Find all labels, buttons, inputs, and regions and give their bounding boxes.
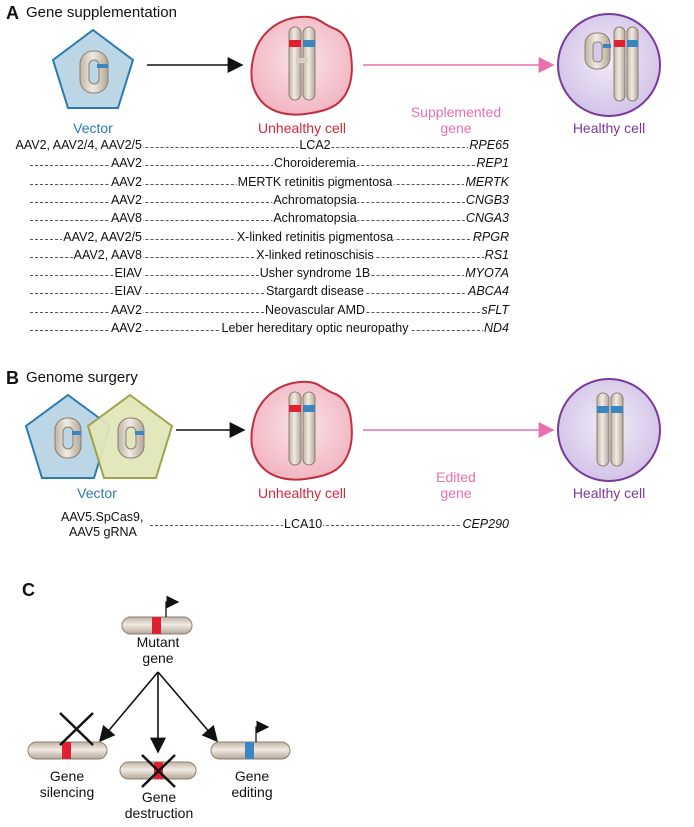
gene-cell: RS1 (483, 247, 510, 262)
gene-editing-label-line2: editing (231, 784, 273, 800)
unhealthy-cell-shape (250, 380, 353, 481)
vector-cell: EIAV (113, 266, 143, 281)
gene-destruction-label-line2: destruction (124, 805, 194, 821)
table-row: AAV2 Achromatopsia CNGB3 (20, 192, 510, 211)
vector-cell: AAV2 (109, 302, 143, 317)
disease-cell: X-linked retinitis pigmentosa (235, 229, 395, 244)
supplemented-gene-label-line2: gene (440, 120, 472, 136)
gene-cell: ABCA4 (467, 284, 510, 299)
mutant-gene-label-line1: Mutant (136, 634, 180, 650)
disease-cell: Choroideremia (273, 156, 357, 171)
gene-cell: sFLT (480, 302, 510, 317)
gene-cell: RPE65 (468, 138, 510, 152)
healthy-cell-shape (557, 13, 661, 117)
plasmid-icon (54, 417, 82, 459)
table-row: AAV2, AAV8 X-linked retinoschisis RS1 (20, 247, 510, 266)
panel-a-title: Gene supplementation (26, 4, 177, 21)
vector-cell: AAV2 (109, 192, 143, 207)
disease-cell: LCA10 (283, 517, 324, 531)
vector-cell: AAV2 (109, 321, 143, 335)
unhealthy-cell-shape (250, 15, 353, 116)
gene-cell: REP1 (475, 156, 510, 171)
panel-b-letter: B (6, 368, 19, 388)
unhealthy-cell-label: Unhealthy cell (258, 485, 346, 501)
gene-silencing-label-line2: silencing (39, 784, 95, 800)
mutant-gene-icon (121, 595, 193, 635)
disease-cell: Stargardt disease (265, 284, 365, 299)
disease-cell: LCA2 (298, 138, 332, 152)
disease-cell: Achromatopsia (272, 192, 358, 207)
gene-silencing-icon (27, 712, 108, 760)
gene-cell: RPGR (471, 229, 510, 244)
table-row: AAV2, AAV2/4, AAV2/5 LCA2 RPE65 (14, 138, 510, 156)
vector-cell: AAV8 (109, 211, 143, 226)
gene-silencing-label-line1: Gene (49, 768, 85, 784)
table-row: EIAV Stargardt disease ABCA4 (20, 284, 510, 302)
disease-cell: Achromatopsia (272, 211, 358, 226)
gene-cell: ND4 (482, 321, 510, 335)
healthy-chromosomes-icon (584, 26, 639, 102)
gene-destruction-icon (119, 754, 197, 788)
table-row: EIAV Usher syndrome 1B MYO7A (20, 266, 510, 284)
gene-cell: CEP290 (461, 517, 510, 531)
table-row: AAV2 MERTK retinitis pigmentosa MERTK (20, 174, 510, 193)
vector-cell: AAV2, AAV2/4, AAV2/5 (14, 138, 143, 152)
gene-destruction-label-line1: Gene (141, 789, 177, 805)
disease-cell: Leber hereditary optic neuropathy (220, 321, 410, 335)
vector-cell: AAV5.SpCas9, (60, 510, 145, 524)
disease-cell: MERTK retinitis pigmentosa (236, 174, 394, 189)
vector-cell: EIAV (113, 284, 143, 299)
gene-cell: MERTK (464, 174, 510, 189)
table-row: AAV2 Leber hereditary optic neuropathy ND4 (20, 321, 510, 339)
disease-cell: X-linked retinoschisis (255, 247, 375, 262)
vector-label: Vector (73, 120, 113, 136)
unhealthy-cell-label: Unhealthy cell (258, 120, 346, 136)
supplemented-gene-label-line1: Supplemented (410, 104, 502, 120)
healthy-cell-label: Healthy cell (572, 120, 646, 136)
table-row: AAV2, AAV2/5 X-linked retinitis pigmentos… (20, 229, 510, 248)
gene-cell: CNGB3 (464, 192, 510, 207)
vector-cell: AAV2 (109, 174, 143, 189)
plasmid-icon (79, 50, 109, 94)
chromosome-icon (288, 391, 316, 466)
vector-cell: AAV2, AAV8 (72, 247, 143, 262)
vector-cell: AAV5 gRNA (68, 525, 138, 539)
branch-arrows (98, 671, 219, 754)
panel-b-title: Genome surgery (26, 369, 138, 386)
gene-editing-icon (210, 720, 291, 760)
edited-gene-label-line2: gene (440, 485, 472, 501)
gene-cell: CNGA3 (464, 211, 510, 226)
plasmid-icon (117, 417, 145, 459)
vector-cell: AAV2, AAV2/5 (62, 229, 143, 244)
disease-cell: Usher syndrome 1B (258, 266, 372, 281)
mutant-gene-label-line2: gene (142, 650, 174, 666)
edited-gene-label-line1: Edited (436, 469, 476, 485)
table-row: AAV8 Achromatopsia CNGA3 (20, 211, 510, 229)
table-row: AAV2 Choroideremia REP1 (20, 156, 510, 174)
chromosome-icon (288, 26, 316, 101)
gene-editing-label-line1: Gene (234, 768, 270, 784)
panel-c-letter: C (22, 580, 35, 600)
vector-cell: AAV2 (109, 156, 143, 171)
chromosome-icon (596, 392, 624, 467)
disease-cell: Neovascular AMD (263, 302, 367, 317)
gene-cell: MYO7A (464, 266, 510, 281)
panel-a-letter: A (6, 3, 19, 23)
vector-label: Vector (77, 485, 117, 501)
table-row: AAV5.SpCas9, AAV5 gRNA LCA10 CEP290 (20, 510, 510, 544)
healthy-cell-label: Healthy cell (572, 485, 646, 501)
table-row: AAV2 Neovascular AMD sFLT (20, 302, 510, 321)
